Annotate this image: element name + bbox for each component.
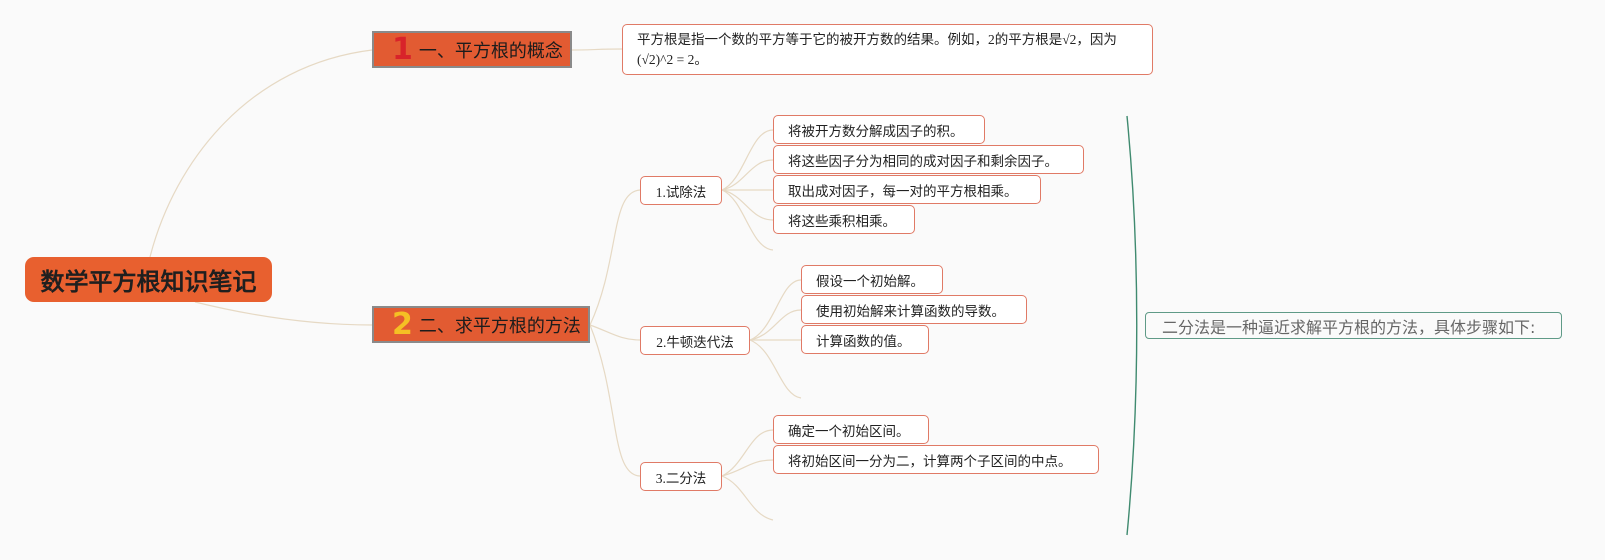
connector-m1-empty xyxy=(721,189,774,251)
step-node[interactable]: 计算函数的值。 xyxy=(801,325,929,354)
step-node[interactable]: 将这些乘积相乘。 xyxy=(773,205,915,234)
connector-m3-empty xyxy=(721,475,774,521)
step-node[interactable]: 假设一个初始解。 xyxy=(801,265,943,294)
connector-branch-2-method-2 xyxy=(589,324,641,341)
step-text: 将初始区间一分为二，计算两个子区间的中点。 xyxy=(788,453,1072,469)
step-node[interactable]: 取出成对因子，每一对的平方根相乘。 xyxy=(773,175,1041,204)
connector-branch-2-method-3 xyxy=(589,324,641,477)
method-label: 3.二分法 xyxy=(655,470,707,486)
branch-topic-label: 二、求平方根的方法 xyxy=(418,315,581,337)
summary-text: 二分法是一种逼近求解平方根的方法，具体步骤如下: xyxy=(1162,317,1536,337)
branch-topic-methods[interactable]: 2 二、求平方根的方法 xyxy=(372,306,590,343)
connector-m2-s2 xyxy=(749,309,802,341)
connector-m3-s1 xyxy=(721,429,774,477)
connector-root-branch-1 xyxy=(149,49,373,258)
connector-m2-s1 xyxy=(749,279,802,341)
step-node[interactable]: 将初始区间一分为二，计算两个子区间的中点。 xyxy=(773,445,1099,474)
connector-branch-1-concept xyxy=(571,48,623,51)
method-newton[interactable]: 2.牛顿迭代法 xyxy=(640,326,750,355)
connector-m1-s4 xyxy=(721,189,774,221)
step-node[interactable]: 确定一个初始区间。 xyxy=(773,415,929,444)
step-text: 使用初始解来计算函数的导数。 xyxy=(816,303,1005,319)
branch-topic-concept[interactable]: 1 一、平方根的概念 xyxy=(372,31,572,68)
method-label: 2.牛顿迭代法 xyxy=(656,334,734,350)
step-text: 确定一个初始区间。 xyxy=(788,423,910,439)
step-node[interactable]: 使用初始解来计算函数的导数。 xyxy=(801,295,1027,324)
connector-root-branch-2 xyxy=(194,301,373,326)
step-text: 将这些因子分为相同的成对因子和剩余因子。 xyxy=(788,153,1058,169)
branch-topic-label: 一、平方根的概念 xyxy=(418,40,563,62)
method-bisection[interactable]: 3.二分法 xyxy=(640,462,722,491)
concept-text: 平方根是指一个数的平方等于它的被开方数的结果。例如，2的平方根是√2，因为(√2… xyxy=(637,31,1117,67)
root-topic-label: 数学平方根知识笔记 xyxy=(40,268,257,296)
method-trial-division[interactable]: 1.试除法 xyxy=(640,176,722,205)
step-text: 将被开方数分解成因子的积。 xyxy=(788,123,964,139)
summary-bracket xyxy=(1126,115,1138,536)
number-1-icon: 1 xyxy=(392,31,413,67)
connector-branch-2-method-1 xyxy=(589,189,641,326)
summary-callout[interactable]: 二分法是一种逼近求解平方根的方法，具体步骤如下: xyxy=(1145,312,1562,339)
number-2-icon: 2 xyxy=(392,306,413,342)
concept-detail[interactable]: 平方根是指一个数的平方等于它的被开方数的结果。例如，2的平方根是√2，因为(√2… xyxy=(622,24,1153,75)
step-text: 取出成对因子，每一对的平方根相乘。 xyxy=(788,183,1018,199)
step-node[interactable]: 将被开方数分解成因子的积。 xyxy=(773,115,985,144)
connector-m2-empty xyxy=(749,339,802,399)
step-node[interactable]: 将这些因子分为相同的成对因子和剩余因子。 xyxy=(773,145,1084,174)
step-text: 将这些乘积相乘。 xyxy=(788,213,896,229)
connector-m1-s1 xyxy=(721,129,774,191)
step-text: 假设一个初始解。 xyxy=(816,273,924,289)
method-label: 1.试除法 xyxy=(655,184,707,200)
connector-m1-s2 xyxy=(721,159,774,191)
root-topic[interactable]: 数学平方根知识笔记 xyxy=(25,257,272,302)
connector-m3-s2 xyxy=(721,459,774,477)
step-text: 计算函数的值。 xyxy=(816,333,911,349)
